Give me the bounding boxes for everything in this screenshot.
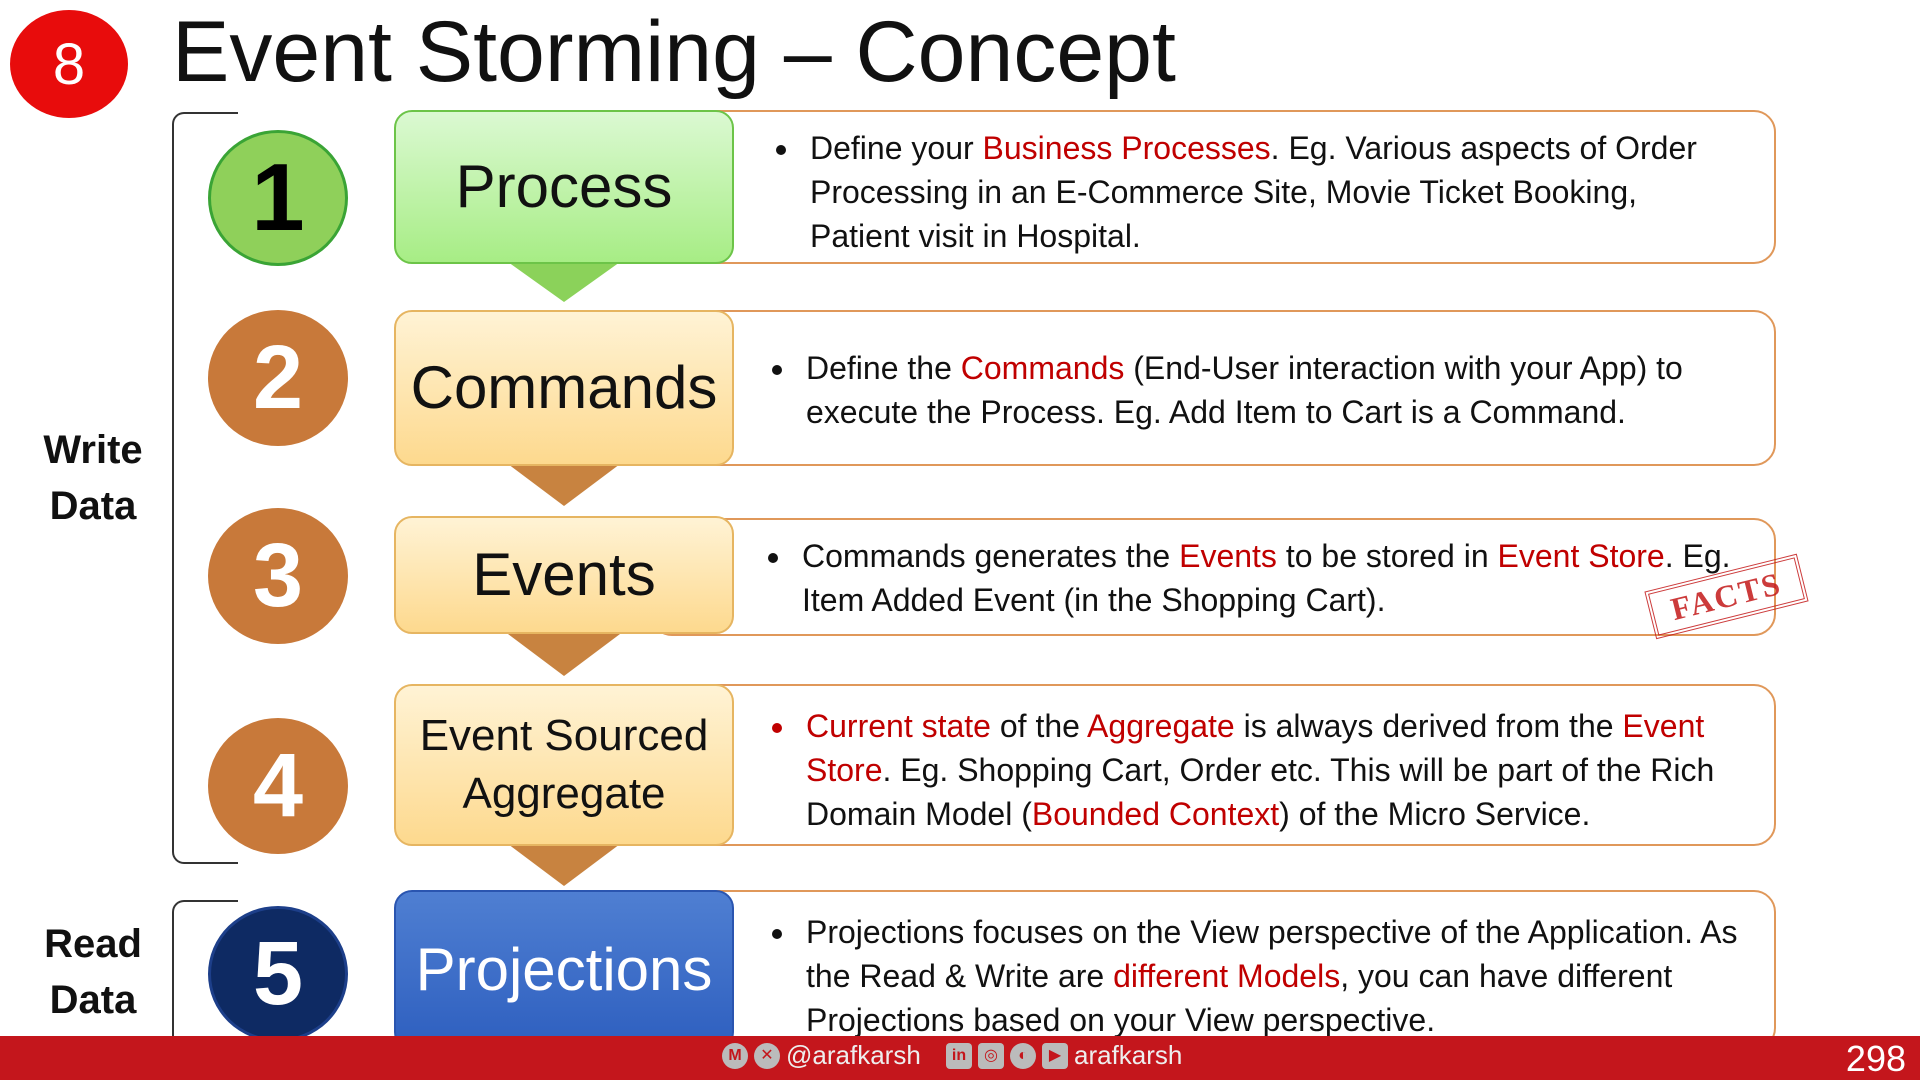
step-1-desc-segment: . Eg. Various aspects of Order Processin… [810,130,1697,254]
social-handle[interactable]: @arafkarsh [786,1040,921,1070]
step-2-description: Define the Commands (End-User interactio… [798,346,1738,434]
arrow-4-to-5 [508,844,620,886]
events-label: Events [472,541,656,608]
step-4-desc-segment: Current state [806,708,991,744]
step-4-desc-segment: ) of the Micro Service. [1279,796,1591,832]
aggregate-label: Event Sourced Aggregate [419,711,709,818]
page-number: 298 [1845,1038,1906,1079]
step-1-number: 1 [208,130,348,266]
instagram-icon[interactable]: ◎ [978,1042,1004,1069]
step-1-description-panel: Define your Business Processes. Eg. Vari… [650,110,1776,264]
events-box: Events [394,516,734,634]
process-box: Process [394,110,734,264]
step-2-desc-segment: Define the [806,350,961,386]
step-5-desc-segment: different Models [1113,958,1341,994]
step-2-description-panel: Define the Commands (End-User interactio… [650,310,1776,466]
step-4-desc-segment: is always derived from the [1234,708,1623,744]
step-1-desc-segment: Define your [810,130,983,166]
aggregate-box: Event Sourced Aggregate [394,684,734,846]
step-4-desc-segment: Event Store [806,708,1705,788]
step-5-description-panel: Projections focuses on the View perspect… [650,890,1776,1050]
social-handle-group-1: M ✕ @arafkarsh [722,1040,921,1071]
arrow-1-to-2 [508,262,620,302]
projections-box: Projections [394,890,734,1050]
linkedin-icon[interactable]: in [946,1042,972,1069]
write-data-label: Write Data [43,428,143,528]
step-4-description-panel: Current state of the Aggregate is always… [650,684,1776,846]
step-4-number: 4 [208,718,348,854]
step-2-number: 2 [208,310,348,446]
step-3-desc-segment: Commands generates the [802,538,1180,574]
step-5-description: Projections focuses on the View perspect… [798,910,1748,1042]
step-4-desc-segment: . Eg. Shopping Cart, Order etc. This wil… [806,752,1715,832]
youtube-icon[interactable]: ▶ [1042,1042,1068,1069]
process-label: Process [455,153,673,220]
step-3-description-panel: Commands generates the Events to be stor… [650,518,1776,636]
step-4-description: Current state of the Aggregate is always… [798,704,1738,836]
step-5-desc-segment: Projections focuses on the View perspect… [806,914,1738,994]
step-3-description: Commands generates the Events to be stor… [794,534,1734,622]
projections-label: Projections [415,936,713,1003]
social-handle-group-2: in ◎ ◐ ▶ arafkarsh [946,1040,1182,1071]
step-5-number: 5 [208,906,348,1042]
github-icon[interactable]: ◐ [1010,1042,1036,1069]
step-3-desc-segment: to be stored in [1276,538,1498,574]
step-2-desc-segment: Commands [960,350,1125,386]
social-handle-2[interactable]: arafkarsh [1074,1040,1183,1070]
step-4-desc-segment: Bounded Context [1031,796,1280,832]
step-1-desc-segment: Business Processes [982,130,1271,166]
step-3-number: 3 [208,508,348,644]
step-4-desc-segment: Aggregate [1087,708,1235,744]
step-1-description: Define your Business Processes. Eg. Vari… [802,126,1722,258]
arrow-2-to-3 [508,464,620,506]
step-3-desc-segment: Events [1179,538,1277,574]
x-icon[interactable]: ✕ [754,1042,780,1069]
slide-title: Event Storming – Concept [172,4,1176,100]
arrow-3-to-4 [508,634,620,676]
slide-number-badge: 8 [10,10,128,118]
read-data-label: Read Data [44,922,142,1022]
step-3-desc-segment: Event Store [1497,538,1665,574]
commands-box: Commands [394,310,734,466]
step-2-desc-segment: (End-User interaction with your App) to … [806,350,1683,430]
step-3-desc-segment: . Eg. Item Added Event (in the Shopping … [802,538,1731,618]
commands-label: Commands [410,354,718,421]
medium-icon[interactable]: M [722,1042,748,1069]
step-5-desc-segment: , you can have different Projections bas… [806,958,1673,1038]
write-data-bracket [172,112,238,864]
step-4-desc-segment: of the [990,708,1088,744]
